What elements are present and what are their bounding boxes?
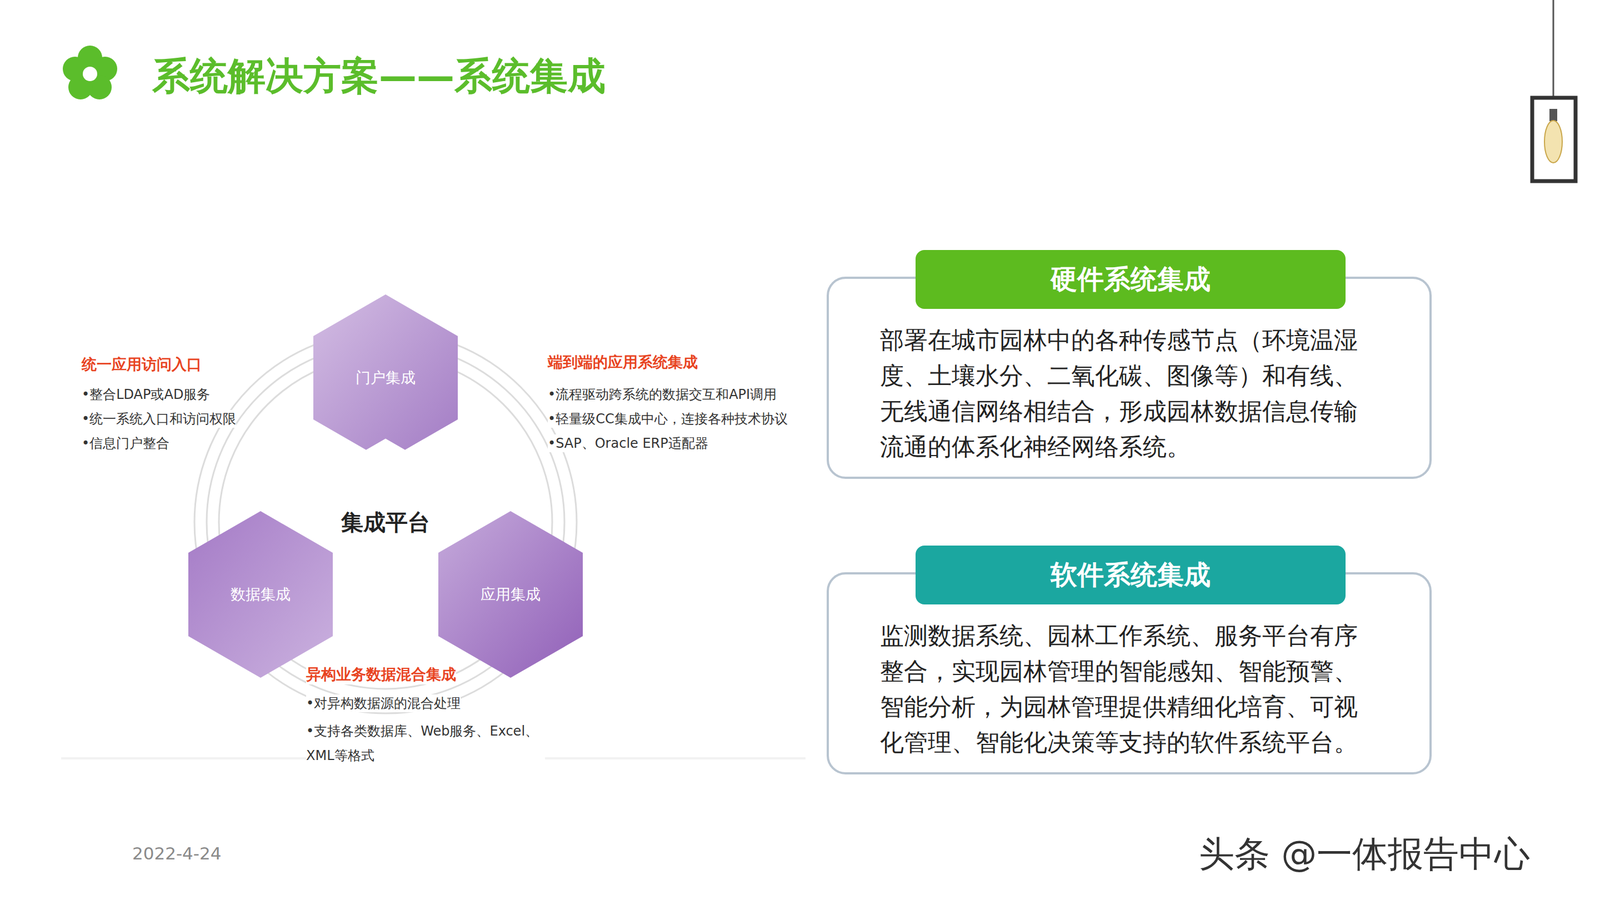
hanging-lamp <box>1532 0 1576 182</box>
info-box: 硬件系统集成部署在城市园林中的各种传感节点（环境温湿度、土壤水分、二氧化碳、图像… <box>826 276 1432 479</box>
hexagon-label: 数据集成 <box>230 584 291 605</box>
hexagon-outline <box>313 438 458 606</box>
slide-title: 系统解决方案——系统集成 <box>152 51 606 102</box>
slide-date: 2022-4-24 <box>132 843 222 864</box>
box-body: 部署在城市园林中的各种传感节点（环境温湿度、土壤水分、二氧化碳、图像等）和有线、… <box>828 278 1414 477</box>
callout-bullet: •SAP、Oracle ERP适配器 <box>547 434 709 453</box>
callout-bullet: •轻量级CC集成中心，连接各种技术协议 <box>547 410 788 428</box>
hexagon-outline <box>438 511 583 678</box>
hexagon-label: 集成平台 <box>341 507 430 538</box>
callout-heading: 异构业务数据混合集成 <box>306 664 457 685</box>
hexagon-outline <box>313 294 458 462</box>
hexagon-node: 门户集成 <box>313 294 458 462</box>
box-body: 监测数据系统、园林工作系统、服务平台有序整合，实现园林管理的智能感知、智能预警、… <box>828 574 1414 773</box>
callout-bullet: •信息门户整合 <box>81 434 170 453</box>
box-heading: 软件系统集成 <box>915 545 1346 605</box>
callout-bullet: •流程驱动跨系统的数据交互和API调用 <box>547 385 777 404</box>
flower-icon <box>62 45 118 100</box>
hexagon-node: 数据集成 <box>188 511 333 678</box>
callout-bullet: •整合LDAP或AD服务 <box>81 385 210 404</box>
callout-heading: 端到端的应用系统集成 <box>547 352 698 373</box>
callout-bullet: •统一系统入口和访问权限 <box>81 410 237 428</box>
box-heading: 硬件系统集成 <box>915 250 1346 309</box>
callout-heading: 统一应用访问入口 <box>81 354 202 375</box>
hexagon-label: 门户集成 <box>355 367 416 388</box>
callout-bullet: •对异构数据源的混合处理 <box>306 694 461 713</box>
hexagon-node: 应用集成 <box>438 511 583 678</box>
hexagon-outline <box>188 511 333 678</box>
callout-bullet: •支持各类数据库、Web服务、Excel、XML等格式 <box>306 718 545 768</box>
hexagon-node: 集成平台 <box>313 438 458 606</box>
hexagon-label: 应用集成 <box>480 584 541 605</box>
info-box: 软件系统集成监测数据系统、园林工作系统、服务平台有序整合，实现园林管理的智能感知… <box>826 572 1432 775</box>
watermark: 头条 @一体报告中心 <box>1198 830 1530 879</box>
